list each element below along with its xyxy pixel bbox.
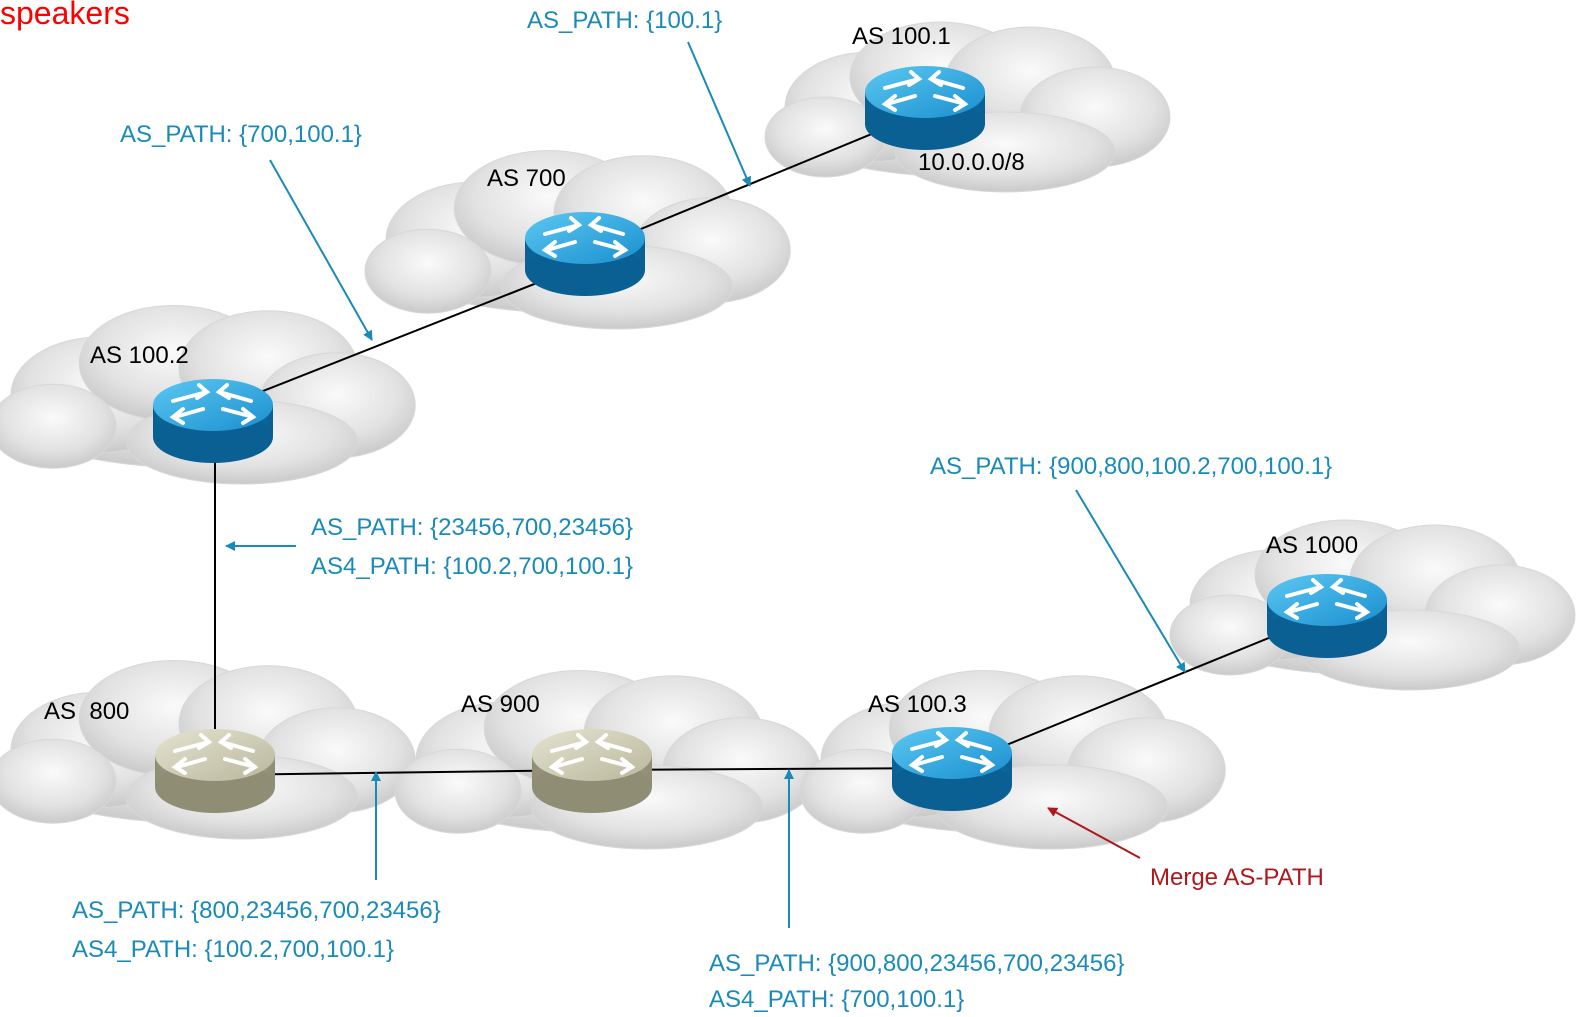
link-as100-1-as700	[589, 111, 926, 251]
router-as700	[525, 212, 645, 296]
as-label-as1000: AS 1000	[1266, 532, 1358, 559]
arrow-merge	[1047, 807, 1141, 859]
router-as100-3	[892, 727, 1012, 811]
router-as1000	[1267, 574, 1387, 658]
annotation-a5-line2: AS4_PATH: {700,100.1}	[709, 986, 964, 1013]
prefix-label: 10.0.0.0/8	[918, 149, 1025, 176]
annotation-a4-line2: AS4_PATH: {100.2,700,100.1}	[72, 936, 394, 963]
as-label-as100-1: AS 100.1	[852, 23, 951, 50]
link-as100-3-as1000	[949, 614, 1326, 769]
annotation-a5-line1: AS_PATH: {900,800,23456,700,23456}	[709, 950, 1124, 977]
annotation-a2-line1: AS_PATH: {700,100.1}	[120, 121, 362, 148]
arrow-a2	[269, 159, 373, 341]
link-as800-as900	[214, 769, 591, 776]
annotation-a4-line1: AS_PATH: {800,23456,700,23456}	[72, 897, 441, 924]
arrow-a1	[687, 41, 752, 187]
arrow-a6	[1075, 489, 1186, 673]
router-as800	[155, 729, 275, 813]
router-as900	[532, 729, 652, 813]
router-as100-1	[865, 66, 985, 150]
annotation-a6-line1: AS_PATH: {900,800,100.2,700,100.1}	[930, 453, 1332, 480]
as-label-as800: AS 800	[44, 698, 129, 725]
as-label-as700: AS 700	[487, 165, 566, 192]
as-label-as100-2: AS 100.2	[90, 342, 189, 369]
annotation-a3-line2: AS4_PATH: {100.2,700,100.1}	[311, 553, 633, 580]
annotation-a1-line1: AS_PATH: {100.1}	[527, 7, 722, 34]
annotation-arrows	[225, 41, 1186, 928]
as-label-as900: AS 900	[461, 691, 540, 718]
cloud-as100-3	[799, 669, 1226, 850]
link-as700-as100-2	[214, 261, 591, 411]
merge-note: Merge AS-PATH	[1150, 864, 1324, 891]
slide-title: speakers	[0, 0, 130, 31]
router-as100-2	[153, 379, 273, 463]
as-label-as100-3: AS 100.3	[868, 691, 967, 718]
annotation-a3-line1: AS_PATH: {23456,700,23456}	[311, 514, 633, 541]
